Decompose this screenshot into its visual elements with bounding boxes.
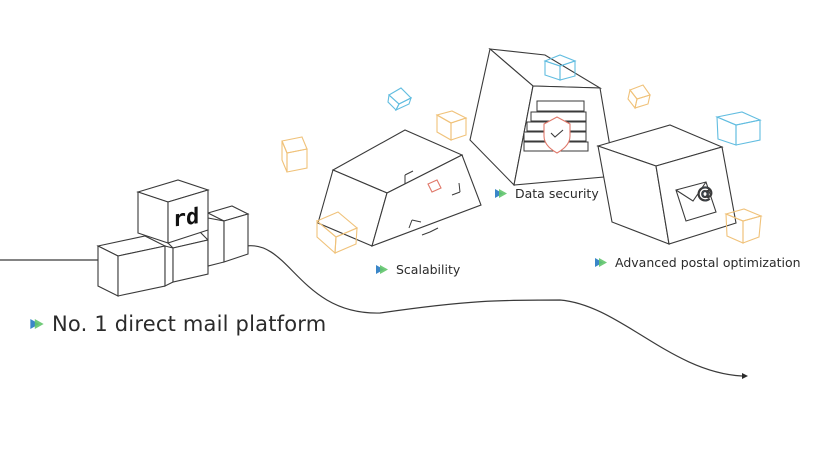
postal-optimization-text: Advanced postal optimization (615, 255, 801, 270)
scalability-label: Scalability (376, 262, 460, 277)
small-cube-icon (627, 84, 651, 110)
small-cube-icon (315, 211, 359, 255)
small-cube-icon (281, 136, 308, 173)
rd-logo-text: rd (173, 203, 199, 233)
base-cubes-illustration (96, 179, 250, 297)
scalability-text: Scalability (396, 262, 461, 277)
small-cube-icon (435, 110, 468, 141)
data-security-label: Data security (495, 186, 599, 201)
headline-text: No. 1 direct mail platform (52, 312, 327, 336)
small-cube-icon (724, 208, 763, 244)
arrow-bullet-icon (595, 258, 607, 267)
arrow-bullet-icon (495, 189, 507, 198)
small-cube-icon (715, 111, 762, 146)
scalability-cube-illustration (317, 129, 482, 247)
arrow-bullet-icon (30, 319, 44, 329)
data-security-text: Data security (515, 186, 599, 201)
small-cube-icon (543, 54, 577, 81)
postal-cube-illustration: @ (596, 124, 737, 245)
small-cube-icon (387, 87, 412, 112)
at-sign-icon: @ (697, 183, 713, 202)
postal-optimization-label: Advanced postal optimization (595, 255, 801, 270)
headline-label: No. 1 direct mail platform (30, 312, 326, 336)
rd-logo-icon: rd (173, 203, 199, 233)
arrow-bullet-icon (376, 265, 388, 274)
decorative-cubes (281, 54, 763, 255)
data-security-cube-illustration (469, 47, 616, 187)
journey-path-line (0, 245, 743, 377)
path-arrowhead-icon (742, 373, 748, 379)
